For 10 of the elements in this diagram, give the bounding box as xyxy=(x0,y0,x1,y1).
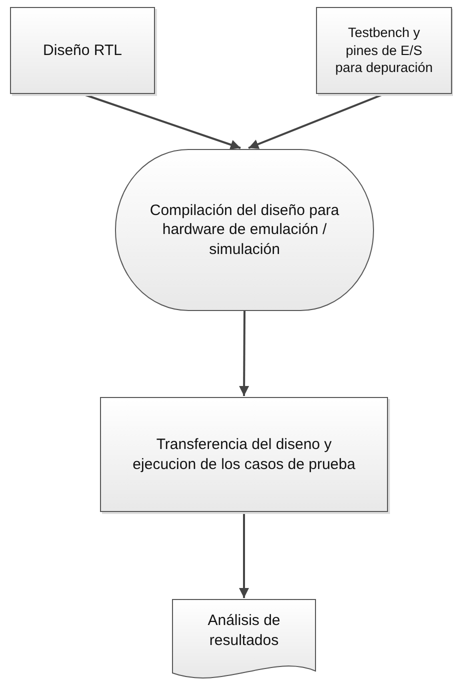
node-label: Transferencia del diseno y ejecucion de los casos de prueba xyxy=(132,435,356,474)
node-label: Análisis de resultados xyxy=(206,611,282,650)
node-label: Testbench y pines de E/S para depuración xyxy=(334,24,434,77)
process-box xyxy=(10,7,155,94)
process-box xyxy=(316,7,452,94)
arrow xyxy=(239,311,250,396)
process-box xyxy=(100,397,388,512)
node-label: Compilación del diseño para hardware de emulación / simulación xyxy=(148,200,340,260)
arrow xyxy=(239,512,249,598)
node-label: Diseño RTL xyxy=(43,40,122,60)
